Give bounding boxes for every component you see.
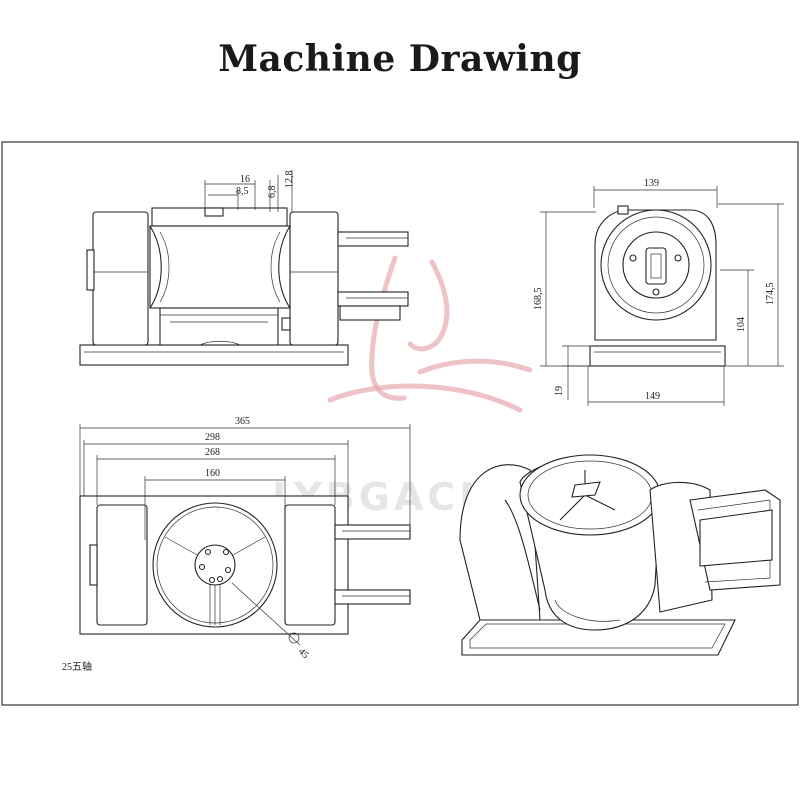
page-title: Machine Drawing — [218, 38, 582, 80]
dim-174-5: 174,5 — [765, 283, 776, 306]
front-view — [79, 170, 409, 366]
drawing-caption: 25五轴 — [62, 660, 92, 673]
side-view — [540, 186, 784, 406]
dim-149: 149 — [645, 391, 660, 402]
dim-268: 268 — [205, 447, 220, 458]
top-view — [79, 424, 411, 646]
dim-12-8: 12,8 — [284, 171, 295, 189]
dim-298: 298 — [205, 432, 220, 443]
dim-104: 104 — [736, 317, 747, 332]
dim-phi-45: 45 — [296, 646, 311, 661]
dim-16: 16 — [240, 174, 250, 185]
dim-160: 160 — [205, 468, 220, 479]
dim-168-5: 168,5 — [533, 288, 544, 311]
dim-365: 365 — [235, 416, 250, 427]
dim-6-8: 6,8 — [267, 186, 278, 199]
dim-8-5: 8,5 — [236, 186, 249, 197]
dim-19: 19 — [554, 386, 565, 396]
dim-139: 139 — [644, 178, 659, 189]
drawing-frame — [1, 141, 799, 706]
isometric-view — [459, 454, 781, 656]
watermark-logo — [327, 255, 533, 413]
